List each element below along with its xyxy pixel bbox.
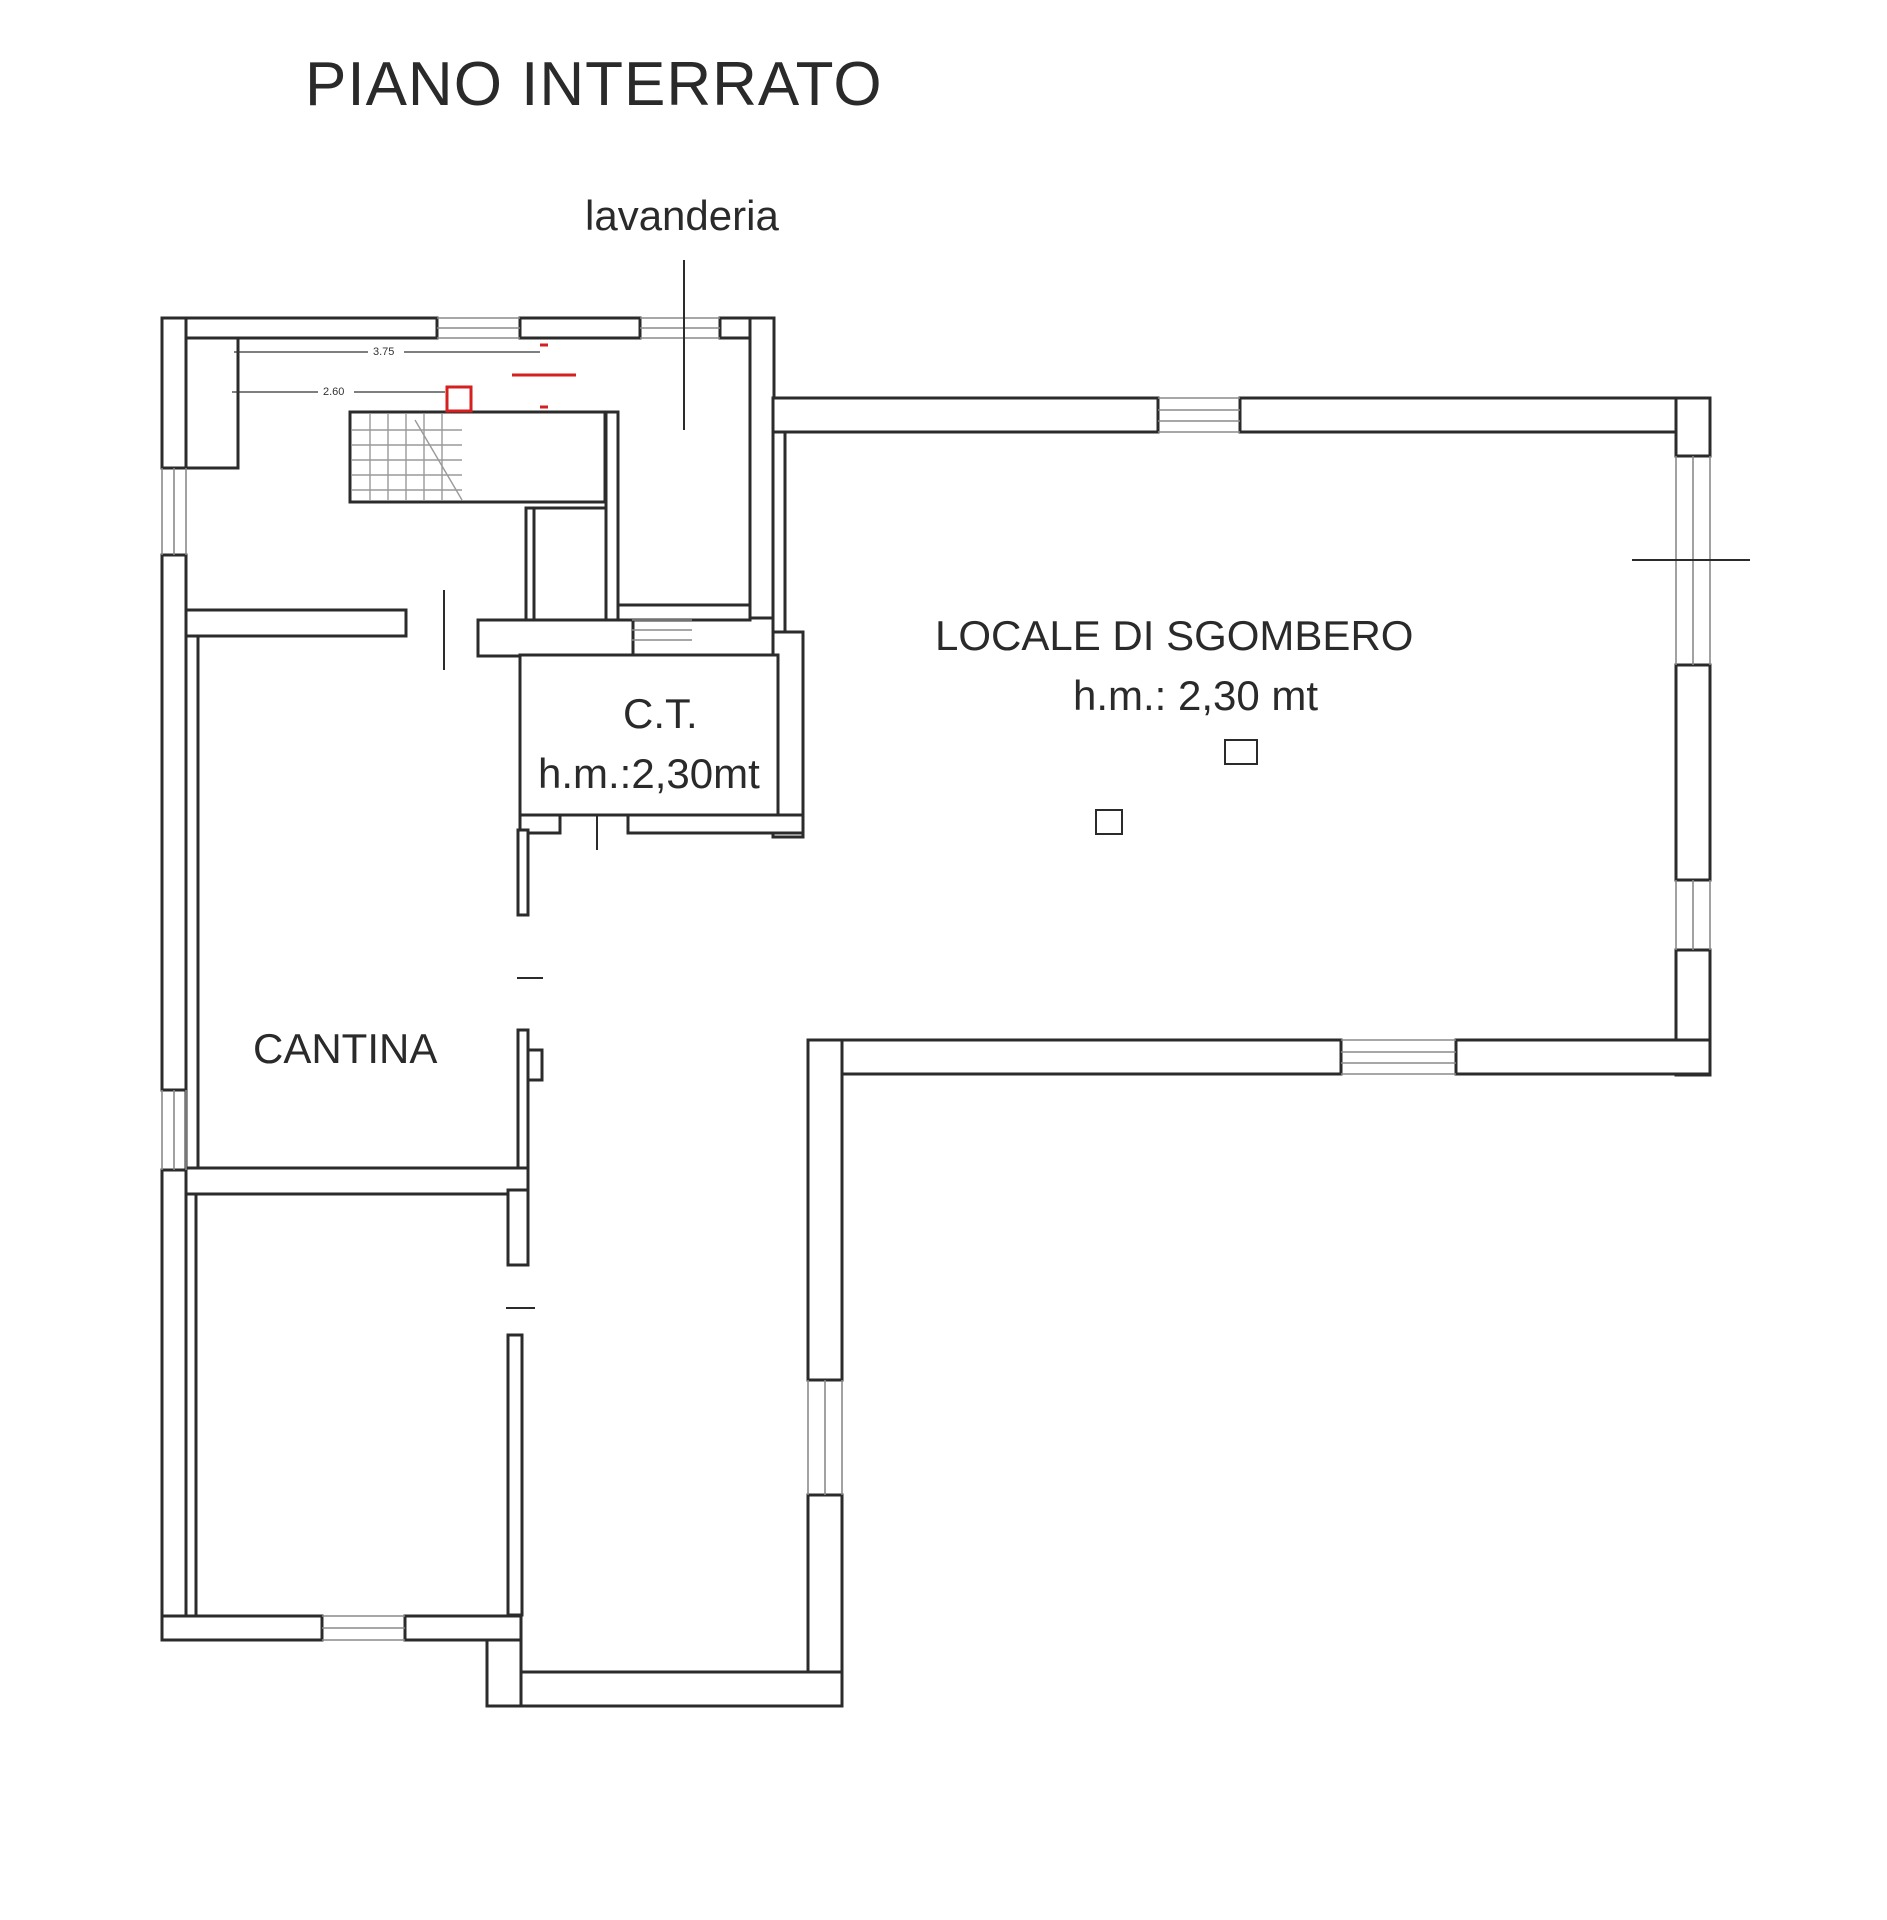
- room-label-locale: LOCALE DI SGOMBERO: [935, 612, 1413, 659]
- dimension-lines: 3.75 2.60: [232, 343, 540, 398]
- red-markers: [445, 343, 576, 413]
- door-markers: [443, 260, 1750, 1309]
- room-label-lavanderia: lavanderia: [585, 192, 779, 239]
- pillar-1: [1224, 739, 1258, 765]
- room-label-ct: C.T.: [623, 690, 698, 737]
- exterior-walls: [160, 316, 1712, 1708]
- pillar-2: [1095, 809, 1123, 835]
- room-label-cantina: CANTINA: [253, 1025, 437, 1072]
- staircase: [352, 414, 463, 501]
- interior-walls: [184, 336, 805, 1618]
- dimension-upper: 3.75: [373, 346, 394, 358]
- plan-title: PIANO INTERRATO: [305, 50, 883, 119]
- dimension-lower: 2.60: [323, 386, 344, 398]
- windows: [161, 317, 1711, 1641]
- room-height-ct: h.m.:2,30mt: [538, 750, 760, 797]
- room-height-locale: h.m.: 2,30 mt: [1073, 672, 1318, 719]
